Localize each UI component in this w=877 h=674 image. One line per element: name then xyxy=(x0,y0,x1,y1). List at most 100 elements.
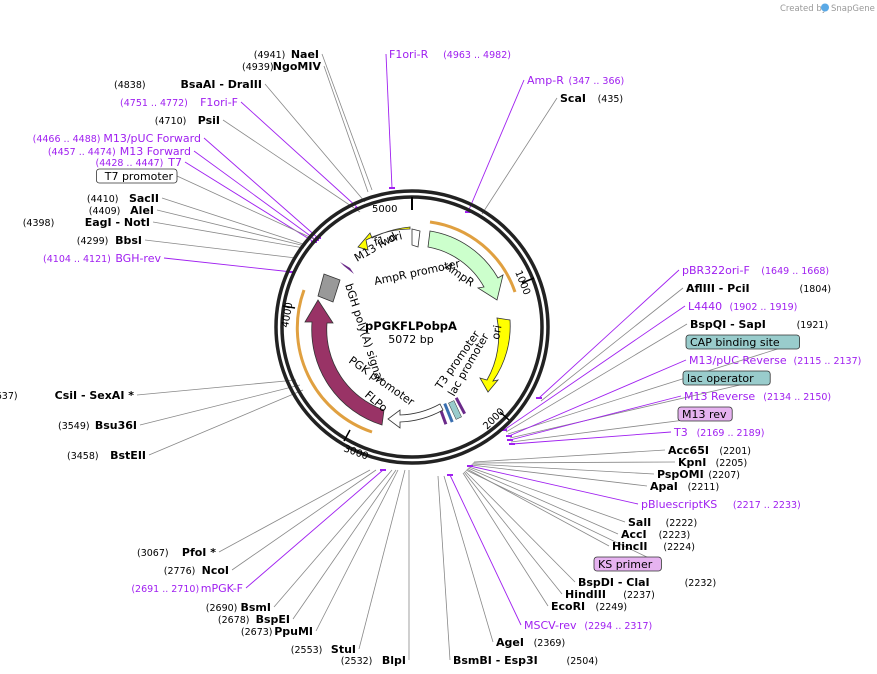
position-label: (3549) xyxy=(58,421,90,432)
position-label: (2691 .. 2710) xyxy=(131,584,199,595)
position-label: (2207) xyxy=(708,470,740,481)
position-label: (4409) xyxy=(89,206,121,217)
leader-line xyxy=(468,466,626,523)
position-label: (435) xyxy=(598,94,624,105)
enzyme-label: ApaI xyxy=(650,480,678,493)
position-label: (4428 .. 4447) xyxy=(96,158,164,169)
leader-line xyxy=(315,469,399,632)
feature-box-label: lac operator xyxy=(687,372,754,385)
enzyme-label: SacII xyxy=(129,192,159,205)
enzyme-label: BlpI xyxy=(382,654,406,667)
enzyme-label: AgeI xyxy=(496,636,524,649)
plasmid-size: 5072 bp xyxy=(388,333,433,346)
enzyme-label: ScaI xyxy=(560,92,586,105)
primer-label: T7 xyxy=(167,156,182,169)
enzyme-label: StuI xyxy=(331,643,356,656)
position-label: (2211) xyxy=(688,482,720,493)
ampr-orf-arc xyxy=(429,220,517,293)
leader-line xyxy=(163,257,293,273)
position-label: (2134 .. 2150) xyxy=(763,392,831,403)
enzyme-label: NgoMIV xyxy=(273,60,322,73)
primer-label: T3 xyxy=(673,426,688,439)
position-label: (3458) xyxy=(67,451,99,462)
enzyme-label: PsiI xyxy=(198,114,220,127)
enzyme-label: Acc65I xyxy=(668,444,709,457)
primer-label: M13/pUC Forward xyxy=(103,132,201,145)
position-label: (2504) xyxy=(567,656,599,667)
feature-box xyxy=(96,168,178,184)
enzyme-label: AleI xyxy=(130,204,154,217)
enzyme-label: KpnI xyxy=(678,456,706,469)
position-label: (2222) xyxy=(666,518,698,529)
leader-line xyxy=(144,239,297,259)
feature-box-label: M13 rev xyxy=(682,408,727,421)
ampr-promoter-label: AmpR promoter xyxy=(373,257,462,288)
snapgene-logo-icon xyxy=(821,3,829,12)
position-label: (4457 .. 4474) xyxy=(48,147,116,158)
leader-line xyxy=(507,341,800,435)
enzyme-label: EcoRI xyxy=(551,600,585,613)
leader-line xyxy=(222,119,361,213)
leader-line xyxy=(463,471,563,595)
leader-line xyxy=(321,53,373,191)
enzyme-label: BbsI xyxy=(115,234,142,247)
f1ori-arrow xyxy=(357,226,411,251)
feature-box xyxy=(682,370,771,386)
leader-line xyxy=(193,150,317,241)
leader-lines xyxy=(136,53,800,661)
leader-line xyxy=(231,469,377,571)
position-label: (3067) xyxy=(137,548,169,559)
credit-brand: SnapGene xyxy=(831,4,875,14)
enzyme-label: Bsu36I xyxy=(95,419,137,432)
position-label: (4398) xyxy=(23,218,55,229)
leader-line xyxy=(472,461,676,464)
feature-box xyxy=(593,556,662,572)
position-label: (2673) xyxy=(241,627,273,638)
position-label: (4466 .. 4488) xyxy=(33,134,101,145)
leader-line xyxy=(465,469,662,565)
leader-line xyxy=(449,474,522,626)
enzyme-label: PpuMI xyxy=(274,625,313,638)
enzyme-label: BspDI - ClaI xyxy=(578,576,650,589)
ampr-promoter-arrow xyxy=(411,228,421,248)
position-label: (3637) xyxy=(0,391,18,402)
enzyme-label: BspQI - SapI xyxy=(690,318,766,331)
position-label: (4838) xyxy=(114,80,146,91)
leader-line xyxy=(245,469,384,589)
scale-ticks xyxy=(282,197,535,442)
leader-line xyxy=(152,221,305,249)
right-label-column: F1ori-R(4963 .. 4982)Amp-R(347 .. 366)Sc… xyxy=(389,48,861,667)
leader-line xyxy=(218,469,371,553)
primer-label: F1ori-R xyxy=(389,48,429,61)
leader-line xyxy=(437,475,451,661)
leader-line xyxy=(464,470,576,583)
enzyme-label: HincII xyxy=(612,540,648,553)
enzyme-label: EagI - NotI xyxy=(85,216,150,229)
feature-box-label: KS primer xyxy=(598,558,653,571)
leader-line xyxy=(273,469,393,608)
primer-label: mPGK-F xyxy=(201,582,243,595)
backbone-outer xyxy=(274,189,550,465)
position-label: (2217 .. 2233) xyxy=(733,500,801,511)
tick-3000: 3000 xyxy=(342,443,370,462)
enzyme-label: PspOMI xyxy=(657,468,704,481)
primer-label: L4440 xyxy=(688,300,722,313)
enzyme-label: NcoI xyxy=(202,564,229,577)
feature-box-label: CAP binding site xyxy=(690,336,780,349)
leader-line xyxy=(156,209,306,247)
leader-line xyxy=(505,323,688,433)
position-label: (2294 .. 2317) xyxy=(584,621,652,632)
tick-4000: 4000 xyxy=(280,302,295,329)
leader-line xyxy=(538,269,680,399)
position-label: (4104 .. 4121) xyxy=(43,254,111,265)
leader-line xyxy=(240,101,359,209)
enzyme-label: CsiI - SexAI * xyxy=(55,389,135,402)
m13fwd-mark xyxy=(340,262,354,274)
leader-line xyxy=(509,377,771,439)
ampr-arrow xyxy=(427,230,504,301)
enzyme-label: AccI xyxy=(621,528,647,541)
position-label: (2690) xyxy=(206,603,238,614)
position-label: (2232) xyxy=(685,578,717,589)
leader-line xyxy=(385,53,393,189)
position-label: (1921) xyxy=(797,320,829,331)
